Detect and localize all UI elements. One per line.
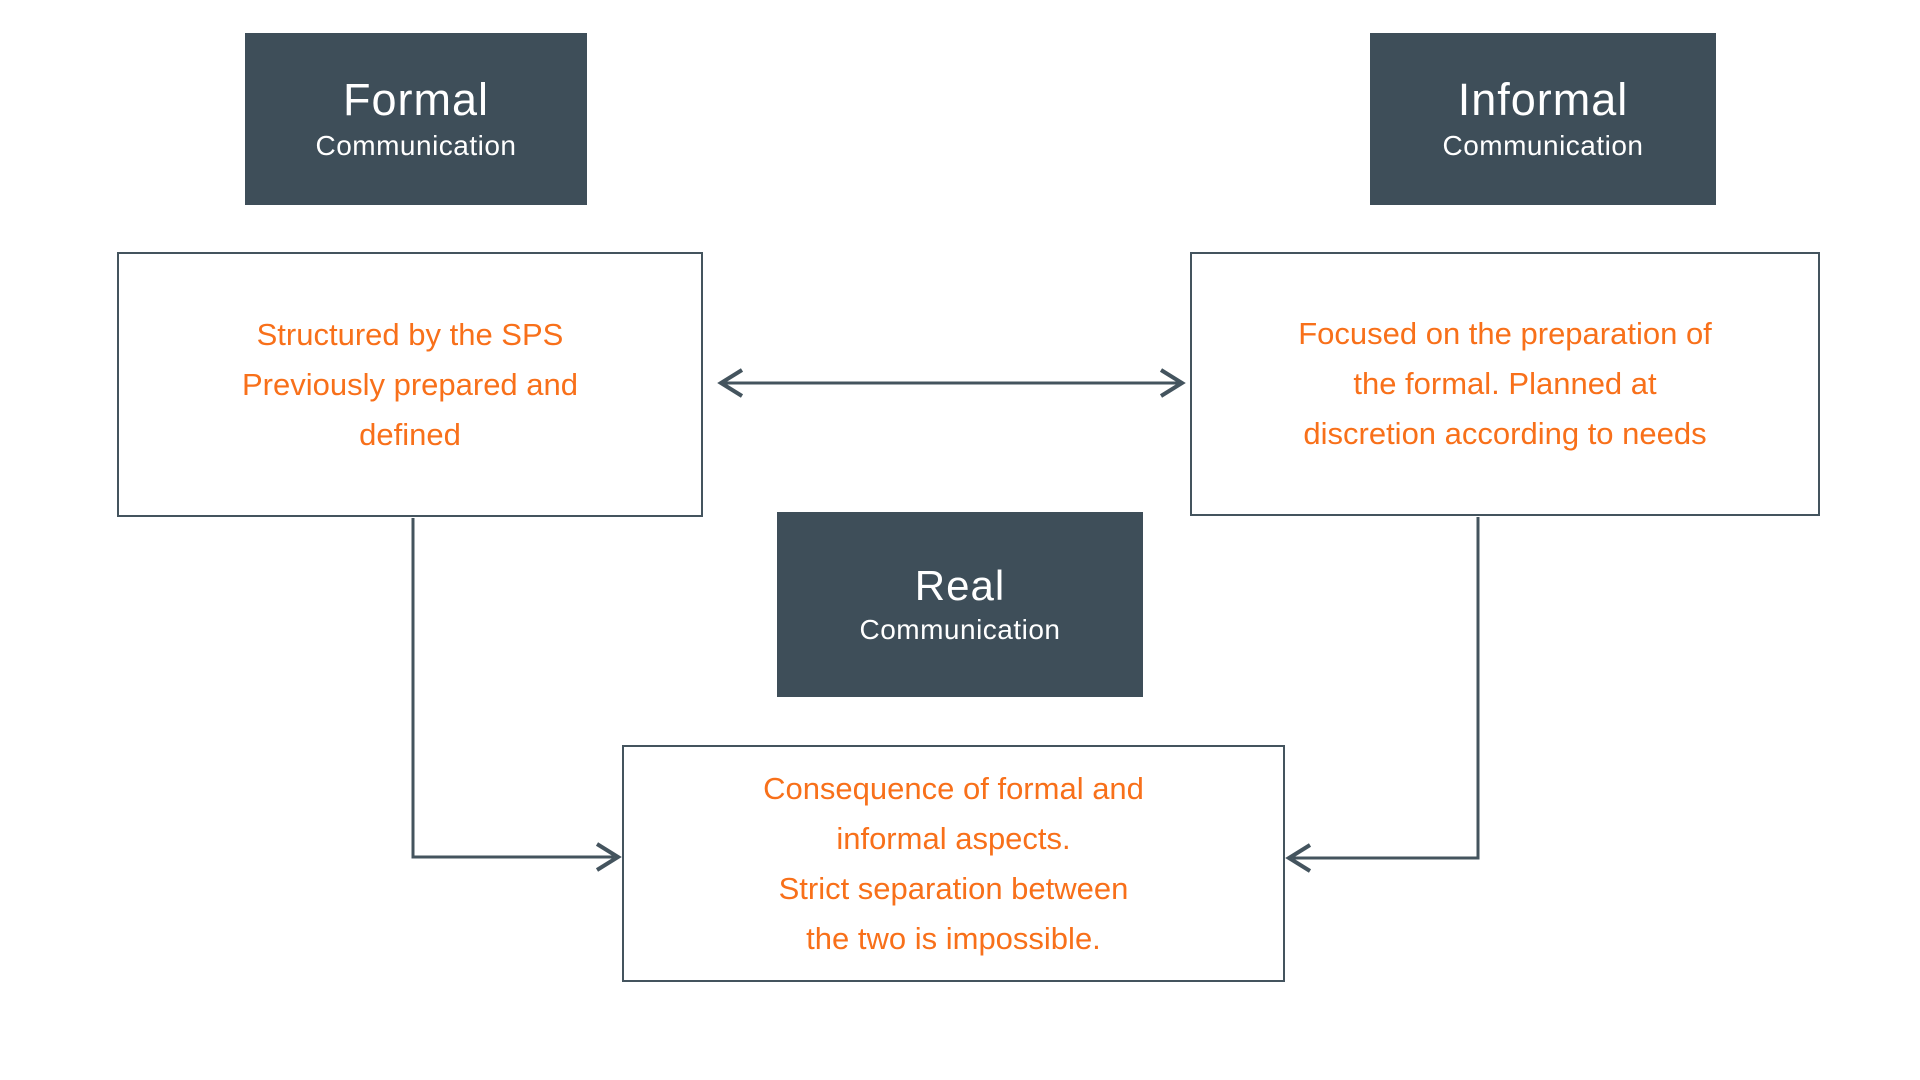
formal-detail-text: Structured by the SPS Previously prepare…	[241, 316, 579, 452]
informal-node-title: Informal	[1457, 74, 1629, 125]
real-communication-node: Real Communication	[777, 512, 1143, 697]
formal-communication-node: Formal Communication	[245, 33, 587, 205]
real-node-subtitle: Communication	[859, 613, 1061, 645]
formal-node-title: Formal	[342, 74, 489, 125]
informal-detail-text: Focused on the preparation of the formal…	[1298, 316, 1712, 451]
informal-detail-box: Focused on the preparation of the formal…	[1190, 252, 1820, 516]
formal-informal-double-arrow	[717, 368, 1186, 398]
informal-node-subtitle: Communication	[1442, 130, 1644, 161]
formal-detail-box: Structured by the SPS Previously prepare…	[117, 252, 703, 517]
informal-to-real-elbow-arrow	[1285, 517, 1480, 873]
real-node-title: Real	[914, 561, 1006, 609]
formal-node-subtitle: Communication	[315, 130, 517, 161]
real-detail-text: Consequence of formal and informal aspec…	[763, 770, 1144, 956]
formal-to-real-elbow-arrow	[411, 518, 622, 872]
informal-communication-node: Informal Communication	[1370, 33, 1716, 205]
real-detail-box: Consequence of formal and informal aspec…	[622, 745, 1285, 982]
